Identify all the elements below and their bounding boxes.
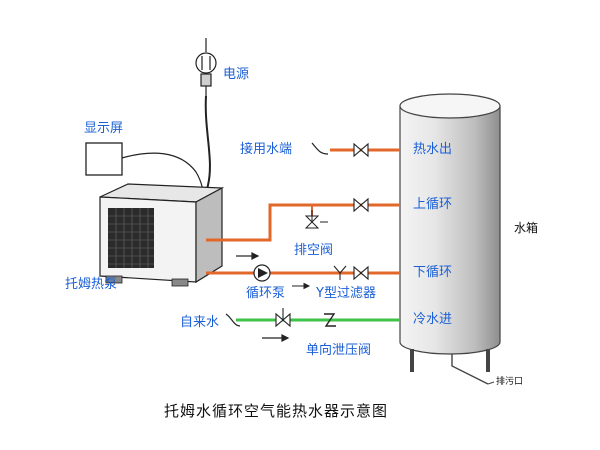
air-valve-icon <box>304 210 328 229</box>
tap-water-label: 自来水 <box>180 315 220 330</box>
air-valve-label: 排空阀 <box>294 243 334 258</box>
user-end-label: 接用水端 <box>240 142 293 157</box>
cold-water-in-pipe <box>225 313 400 327</box>
lower-loop-valve <box>353 265 369 281</box>
drain-label: 排污口 <box>496 377 524 387</box>
lower-loop-label: 下循环 <box>413 265 453 280</box>
cold-in-label: 冷水进 <box>413 312 453 327</box>
check-valve-icon <box>324 313 336 327</box>
tank-label: 水箱 <box>514 221 539 235</box>
drain-pointer <box>487 381 495 385</box>
display-label: 显示屏 <box>84 121 124 136</box>
heat-pump-label: 托姆热泵 <box>65 277 118 292</box>
power-plug-icon <box>195 38 217 96</box>
y-filter-label: Y型过滤器 <box>316 286 376 301</box>
circulation-pump-label: 循环泵 <box>246 286 286 301</box>
upper-loop-valve <box>353 197 369 213</box>
diagram-caption: 托姆水循环空气能热水器示意图 <box>164 402 389 420</box>
flow-arrow-filter <box>292 282 311 290</box>
heat-pump-unit <box>99 183 225 287</box>
hot-out-valve <box>353 142 369 158</box>
cold-in-valve <box>275 308 291 328</box>
upper-loop-pipe <box>206 203 400 242</box>
circulation-pump-icon <box>253 264 271 282</box>
y-filter-icon <box>333 265 347 280</box>
power-label: 电源 <box>223 67 250 82</box>
display-box <box>85 142 123 176</box>
upper-loop-label: 上循环 <box>413 197 453 212</box>
water-tank <box>399 93 501 372</box>
check-valve-label: 单向泄压阀 <box>306 343 372 358</box>
drain-pipe <box>451 354 489 385</box>
flow-arrow-lower <box>262 334 290 342</box>
hot-out-label: 热水出 <box>413 142 453 157</box>
flow-arrow-upper <box>236 252 260 260</box>
